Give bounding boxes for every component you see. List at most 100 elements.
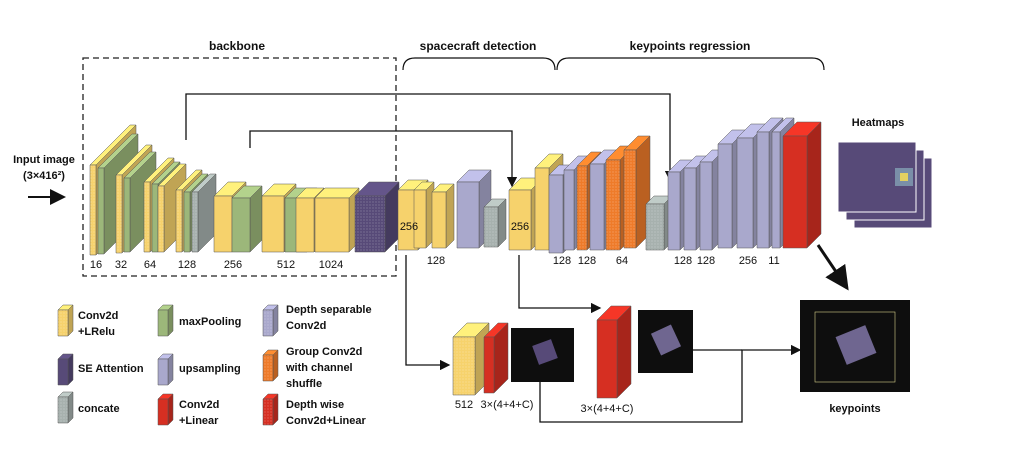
channel-label-128: 128 xyxy=(178,259,196,271)
legend-icon-upsample-front xyxy=(157,358,169,386)
block-reg-dwise-out-side xyxy=(806,121,822,249)
section-title-regression: keypoints regression xyxy=(630,39,751,53)
legend-icon-se xyxy=(57,353,74,386)
legend-icon-depth-separable-texture xyxy=(263,310,273,336)
legend-icon-group-conv-texture xyxy=(263,355,273,381)
brace-regression xyxy=(556,57,825,71)
legend-se-attention: SE Attention xyxy=(78,363,144,375)
legend-icon-maxpool xyxy=(157,304,174,337)
legend-depth-wise-line2: Conv2d+Linear xyxy=(286,415,366,427)
block-reg-up-b-front xyxy=(717,143,733,249)
channel-label-r128c: 128 xyxy=(674,255,692,267)
legend-depth-separable-line1: Depth separable xyxy=(286,304,372,316)
block-head-out-a xyxy=(483,322,509,394)
block-reg-conv-front xyxy=(534,167,550,251)
channel-label-head-512: 512 xyxy=(455,399,473,411)
legend-icon-se-side xyxy=(67,353,74,386)
legend-icon-conv-linear-front xyxy=(157,398,169,426)
block-conv-32-texture xyxy=(116,175,122,253)
legend-icon-conv-lrelu-side xyxy=(67,304,74,337)
legend-conv-linear-line1: Conv2d xyxy=(179,399,219,411)
heatmaps-label: Heatmaps xyxy=(852,117,905,129)
block-conv-128a-texture xyxy=(176,190,182,252)
block-reg-dwise-out-front xyxy=(782,135,808,249)
block-conv-1024 xyxy=(314,187,360,253)
block-pool-256-side xyxy=(249,185,263,253)
block-det-conv-b-front xyxy=(431,191,447,249)
brace-detection xyxy=(402,57,556,71)
block-reg-concat-texture xyxy=(646,204,664,250)
block-det-dsep-front xyxy=(456,181,480,249)
block-reg-up-a-front xyxy=(667,171,681,251)
heatmap-stack xyxy=(837,141,933,229)
block-conv-1024-front xyxy=(314,197,350,253)
legend: Conv2d +LRelu SE Attention concate maxPo… xyxy=(57,304,372,427)
section-title-backbone: backbone xyxy=(209,39,265,53)
legend-conv-lrelu-line1: Conv2d xyxy=(78,310,118,322)
block-conv-512a-front xyxy=(261,195,285,253)
block-reg-group-b-texture xyxy=(606,160,620,250)
backbone-box xyxy=(82,57,397,277)
branch-line-256 xyxy=(518,255,602,314)
legend-icon-concat xyxy=(57,391,74,424)
block-conv-256-front xyxy=(213,195,233,253)
legend-icon-conv-lrelu-texture xyxy=(58,310,68,336)
detection-result-image-1 xyxy=(511,328,574,382)
block-head-out-a-front xyxy=(483,336,495,394)
block-det-concat xyxy=(483,198,507,248)
skip-connection-short xyxy=(249,130,518,188)
channel-label-det-256b: 256 xyxy=(511,221,529,233)
channel-label-r11: 11 xyxy=(768,255,779,267)
block-conv-512b-front xyxy=(295,197,315,253)
block-head-out-b xyxy=(596,305,632,399)
block-head-512-texture xyxy=(453,337,475,395)
legend-group-conv-line1: Group Conv2d xyxy=(286,346,362,358)
legend-icon-conv-linear xyxy=(157,393,174,426)
input-label: Input image xyxy=(13,154,75,166)
layer-blocks xyxy=(89,117,822,399)
block-reg-group-a-texture xyxy=(577,166,587,250)
legend-concat: concate xyxy=(78,403,120,415)
block-det-conv-b-side xyxy=(445,183,455,249)
legend-icon-depth-wise-side xyxy=(272,393,279,426)
block-det-concat-side xyxy=(497,198,507,248)
section-title-detection: spacecraft detection xyxy=(420,39,537,53)
channel-label-r256: 256 xyxy=(739,255,757,267)
legend-icon-se-front xyxy=(57,358,69,386)
block-reg-dsep-h-front xyxy=(771,131,781,249)
channel-label-r64: 64 xyxy=(616,255,628,267)
legend-icon-maxpool-side xyxy=(167,304,174,337)
legend-icon-depth-wise-texture xyxy=(263,399,273,425)
block-det-256-front xyxy=(397,189,419,251)
block-conv-16-texture xyxy=(90,165,96,255)
channel-label-r128d: 128 xyxy=(697,255,715,267)
block-pool-128-front xyxy=(183,191,191,253)
block-se-attention xyxy=(354,181,400,253)
block-concat-128-texture xyxy=(192,192,198,252)
block-pool-256 xyxy=(231,185,263,253)
block-concat-128 xyxy=(191,173,217,253)
block-reg-dsep-f-front xyxy=(736,137,754,249)
legend-conv-lrelu-line2: +LRelu xyxy=(78,326,115,338)
skip-connection-long xyxy=(185,93,676,182)
legend-icon-maxpool-front xyxy=(157,309,169,337)
legend-icon-upsample-side xyxy=(167,353,174,386)
block-pool-16-front xyxy=(97,167,105,255)
block-se-attention-texture xyxy=(355,196,385,252)
legend-group-conv-line2: with channel xyxy=(285,362,353,374)
block-det-conv-a xyxy=(413,181,435,249)
block-det-conv-a-front xyxy=(413,189,427,249)
legend-maxpooling: maxPooling xyxy=(179,316,241,328)
channel-label-1024: 1024 xyxy=(319,259,343,271)
block-reg-dsep-b-front xyxy=(563,169,575,251)
block-head-512 xyxy=(452,322,490,396)
block-det-256b-front xyxy=(508,189,532,251)
block-conv-64a-texture xyxy=(144,182,150,252)
block-reg-dsep-d-front xyxy=(683,167,697,251)
keypoints-result-image xyxy=(800,300,910,392)
channel-label-512: 512 xyxy=(277,259,295,271)
block-det-conv-b xyxy=(431,183,455,249)
input-size: (3×416²) xyxy=(23,170,65,182)
branch-line-merge xyxy=(539,344,802,423)
legend-group-conv-line3: shuffle xyxy=(286,378,322,390)
